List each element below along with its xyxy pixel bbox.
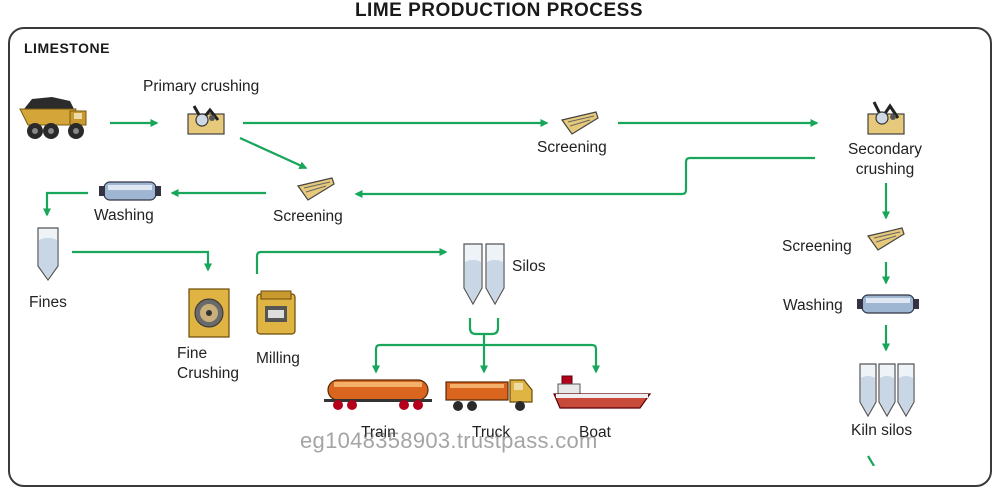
label-train: Train — [361, 424, 396, 441]
watermark: eg1048358903.trustpass.com — [300, 428, 598, 453]
arrow-silos-to-boat — [484, 343, 600, 374]
arrow-secondary-to-screening2 — [354, 156, 815, 198]
silos-outlet-connector — [468, 318, 500, 336]
mill-icon — [256, 290, 296, 335]
washing-drum-icon — [857, 294, 919, 314]
washing-drum-icon — [99, 181, 161, 201]
label-boat: Boat — [579, 424, 611, 441]
arrow-milling-to-silos — [255, 248, 448, 274]
label-primary-crushing: Primary crushing — [143, 78, 260, 95]
label-screening-1: Screening — [537, 139, 607, 156]
primary-crusher-icon — [187, 105, 225, 135]
label-secondary-crushing-line1: Secondary — [847, 141, 923, 158]
arrow-fines-to-finecrushing — [72, 250, 212, 272]
secondary-crusher-icon — [867, 101, 905, 135]
section-label: LIMESTONE — [24, 40, 110, 56]
dump-truck-icon — [19, 97, 87, 139]
arrow-primary-to-screening2 — [239, 136, 308, 170]
kiln-silos-icon — [859, 363, 915, 418]
label-milling: Milling — [256, 350, 300, 367]
silos-icon — [463, 243, 505, 306]
label-washing-1: Washing — [94, 207, 154, 224]
boat-icon — [553, 375, 652, 409]
diagram-title: LIME PRODUCTION PROCESS — [354, 0, 644, 21]
arrow-silos-to-train — [372, 343, 484, 374]
label-fines: Fines — [29, 294, 67, 311]
arrow-washing-to-fines — [43, 191, 88, 217]
flow-arrows — [43, 119, 890, 466]
label-truck: Truck — [472, 424, 511, 441]
screen-icon — [560, 111, 599, 135]
fines-bin-icon — [37, 227, 59, 282]
label-silos: Silos — [512, 258, 546, 275]
label-fine-crushing-line2: Crushing — [177, 365, 240, 382]
label-screening-2: Screening — [273, 208, 343, 225]
label-screening-3: Screening — [782, 238, 852, 255]
label-washing-2: Washing — [783, 297, 843, 314]
truck-icon — [445, 379, 533, 411]
screen-icon — [296, 177, 335, 201]
fine-crusher-icon — [188, 288, 230, 338]
label-fine-crushing-line1: Fine — [177, 345, 208, 362]
label-kiln-silos: Kiln silos — [851, 422, 913, 439]
arrow-kilnsilos-outlet — [867, 455, 875, 466]
train-icon — [324, 379, 432, 410]
label-secondary-crushing-line2: crushing — [855, 161, 915, 178]
screen-icon — [866, 227, 905, 251]
